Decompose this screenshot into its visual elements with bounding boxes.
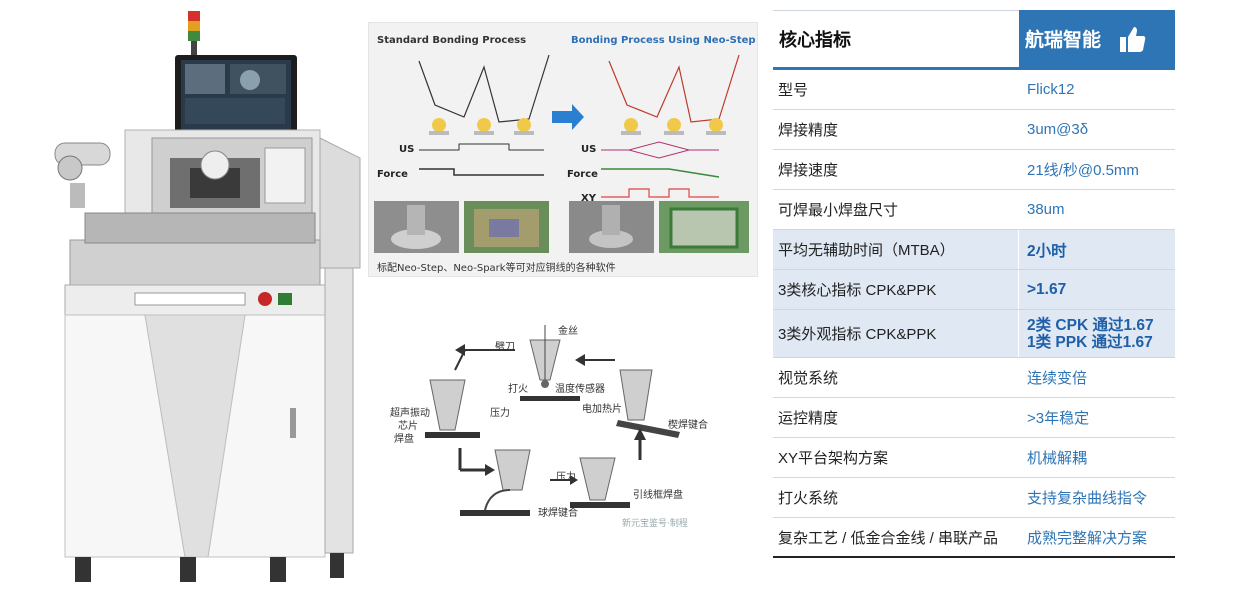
- spec-label: 3类核心指标 CPK&PPK: [773, 270, 1019, 309]
- spec-label: 平均无辅助时间（MTBA）: [773, 230, 1019, 269]
- wire-bonding-cycle-diagram: 金丝 劈刀 打火 温度传感器 超声振动 芯片 焊盘 压力 电加热片 楔焊键合 球…: [390, 320, 735, 540]
- spec-label: 型号: [778, 82, 809, 99]
- spec-value: 成熟完整解决方案: [1027, 529, 1148, 547]
- watermark: 新元宝鉴号·制程: [622, 519, 688, 529]
- signal-light-green: [188, 31, 200, 41]
- standard-process-title: Standard Bonding Process: [377, 35, 527, 46]
- spec-label: XY平台架构方案: [778, 450, 889, 467]
- header-brand: 航瑞智能: [1019, 10, 1175, 67]
- spec-row-vision: 视觉系统 连续变倍: [773, 358, 1175, 398]
- spec-row-complex-process: 复杂工艺 / 低金合金线 / 串联产品 成熟完整解决方案: [773, 518, 1175, 558]
- label-capillary: 劈刀: [495, 342, 515, 353]
- signal-us-left: US: [399, 144, 415, 155]
- spec-row-bond-accuracy: 焊接精度 3um@3δ: [773, 110, 1175, 150]
- spec-label: 焊接速度: [778, 162, 839, 179]
- spec-label: 可焊最小焊盘尺寸: [778, 202, 899, 219]
- software-caption: 标配Neo-Step、Neo-Spark等可对应铜线的各种软件: [377, 263, 616, 274]
- spec-value: 21线/秒@0.5mm: [1027, 162, 1139, 179]
- emergency-stop-icon: [258, 292, 272, 306]
- header-core-metrics: 核心指标: [773, 10, 1019, 67]
- signal-xy-right: XY: [581, 193, 596, 204]
- label-pressure-2: 压力: [556, 472, 576, 483]
- label-ball-bond: 球焊键合: [538, 508, 578, 519]
- spec-row-mtba: 平均无辅助时间（MTBA） 2小时: [773, 230, 1175, 270]
- spec-value-line-2: 1类 PPK 通过1.67: [1027, 333, 1153, 351]
- label-heater: 电加热片: [582, 404, 622, 415]
- spec-label: 3类外观指标 CPK&PPK: [773, 310, 1019, 357]
- label-fire: 打火: [508, 384, 528, 395]
- signal-light-amber: [188, 21, 200, 31]
- spec-table: 核心指标 航瑞智能 型号 Flick12 焊接精度 3um@3δ 焊接速度 21…: [773, 10, 1175, 558]
- header-brand-label: 航瑞智能: [1025, 30, 1102, 51]
- spec-label: 视觉系统: [778, 370, 839, 387]
- spec-row-motion-accuracy: 运控精度 >3年稳定: [773, 398, 1175, 438]
- bonding-machine-image: [54, 11, 361, 582]
- spec-row-efo: 打火系统 支持复杂曲线指令: [773, 478, 1175, 518]
- bonding-cycle-drawing: [425, 325, 680, 516]
- spec-value: 连续变倍: [1027, 370, 1088, 387]
- spec-row-xy-platform: XY平台架构方案 机械解耦: [773, 438, 1175, 478]
- spec-row-appearance-cpk: 3类外观指标 CPK&PPK 2类 CPK 通过1.67 1类 PPK 通过1.…: [773, 310, 1175, 358]
- spec-table-header: 核心指标 航瑞智能: [773, 10, 1175, 70]
- spec-value: >3年稳定: [1027, 410, 1090, 427]
- spec-value-line-1: 2类 CPK 通过1.67: [1027, 316, 1154, 334]
- spec-value: Flick12: [1027, 81, 1075, 98]
- process-waveforms: [418, 54, 740, 198]
- label-wire: 金丝: [558, 326, 578, 337]
- spec-value: 2小时: [1027, 242, 1067, 260]
- signal-force-left: Force: [377, 169, 408, 180]
- label-wedge-bond: 楔焊键合: [668, 420, 708, 431]
- signal-force-right: Force: [567, 169, 598, 180]
- bond-micrographs: [374, 201, 749, 253]
- start-button-icon: [278, 293, 292, 305]
- neo-step-process-title: Bonding Process Using Neo-Step: [571, 35, 756, 46]
- spec-value: 2类 CPK 通过1.67 1类 PPK 通过1.67: [1019, 310, 1175, 357]
- label-pad: 焊盘: [394, 434, 414, 445]
- label-temp-sensor: 温度传感器: [555, 384, 605, 395]
- spec-row-core-cpk: 3类核心指标 CPK&PPK >1.67: [773, 270, 1175, 310]
- spec-value: 机械解耦: [1027, 450, 1088, 467]
- spec-label: 焊接精度: [778, 122, 839, 139]
- spec-value: >1.67: [1027, 280, 1067, 298]
- spec-value: 支持复杂曲线指令: [1027, 490, 1148, 507]
- spec-row-model: 型号 Flick12: [773, 70, 1175, 110]
- spec-label: 运控精度: [778, 410, 839, 427]
- label-lead-pad: 引线框焊盘: [633, 490, 683, 501]
- label-pressure-1: 压力: [490, 408, 510, 419]
- signal-us-right: US: [581, 144, 597, 155]
- signal-light-red: [188, 11, 200, 21]
- label-ultrasonic: 超声振动: [390, 408, 430, 419]
- thumbs-up-icon: [1120, 26, 1146, 52]
- spec-value: 3um@3δ: [1027, 121, 1089, 138]
- bonding-process-comparison: Standard Bonding Process Bonding Process…: [368, 22, 758, 277]
- spec-label: 复杂工艺 / 低金合金线 / 串联产品: [778, 529, 999, 547]
- spec-label: 打火系统: [778, 490, 839, 507]
- label-chip: 芯片: [398, 421, 418, 432]
- spec-value: 38um: [1027, 201, 1065, 218]
- spec-row-min-pad: 可焊最小焊盘尺寸 38um: [773, 190, 1175, 230]
- spec-row-bond-speed: 焊接速度 21线/秒@0.5mm: [773, 150, 1175, 190]
